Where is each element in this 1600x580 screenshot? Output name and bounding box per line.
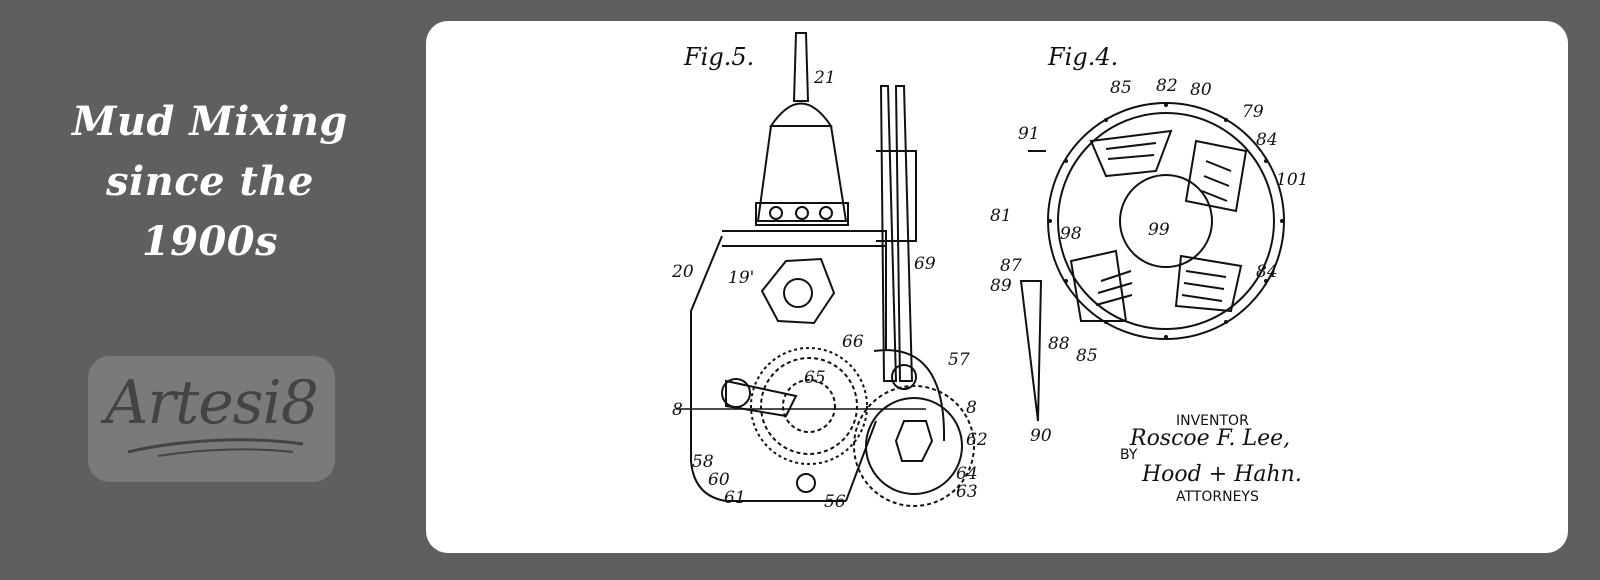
inventor-label: INVENTOR xyxy=(1176,413,1249,429)
fig5-label: 62 xyxy=(966,430,988,450)
fig4-label: 91 xyxy=(1018,124,1040,144)
patent-drawing-illustration: Fig.5. Fig.4. 21 20 19' 69 66 57 65 8 8 … xyxy=(671,32,1308,512)
fig4-label: 84 xyxy=(1256,262,1278,282)
fig5-label: 64 xyxy=(956,464,978,484)
fig4-label: 80 xyxy=(1190,80,1212,100)
fig5-label: 19' xyxy=(728,268,754,288)
fig4-label: 90 xyxy=(1030,426,1052,446)
fig5-label: 60 xyxy=(708,470,730,490)
fig5-label: 63 xyxy=(956,482,978,502)
headline-line-3: 1900s xyxy=(141,218,279,265)
rivet-dots xyxy=(1048,103,1284,339)
fig4-label: 99 xyxy=(1148,220,1170,240)
inventor-name: Roscoe F. Lee, xyxy=(1129,426,1290,451)
fig4-label: 82 xyxy=(1156,76,1178,96)
fig5-label: 8 xyxy=(672,400,683,420)
headline-line-1: Mud Mixing xyxy=(72,98,348,145)
by-label: BY xyxy=(1120,447,1138,463)
attorneys-label: ATTORNEYS xyxy=(1176,489,1259,505)
headline: Mud Mixing since the 1900s xyxy=(40,92,380,272)
fig4-label: 98 xyxy=(1060,224,1082,244)
fig4-label: 89 xyxy=(990,276,1012,296)
fig5-label: 57 xyxy=(948,350,970,370)
artesi8-logo[interactable]: Artesi8 xyxy=(88,356,335,482)
headline-line-2: since the xyxy=(105,158,315,205)
fig4-label: 79 xyxy=(1242,102,1264,122)
fig4-label: 88 xyxy=(1048,334,1070,354)
fig5-label: 58 xyxy=(692,452,714,472)
fig5-label: 61 xyxy=(724,488,746,508)
logo-text: Artesi8 xyxy=(105,368,319,438)
fig4-label: 81 xyxy=(990,206,1012,226)
fig4-label: 84 xyxy=(1256,130,1278,150)
patent-drawing-panel: Fig.5. Fig.4. 21 20 19' 69 66 57 65 8 8 … xyxy=(426,21,1568,553)
fig5-label: 69 xyxy=(914,254,936,274)
fig5-label: 56 xyxy=(824,492,846,512)
fig4-label: 87 xyxy=(1000,256,1022,276)
fig5-label: 65 xyxy=(804,368,826,388)
fig5-label: 66 xyxy=(842,332,864,352)
fig4-label: 85 xyxy=(1110,78,1132,98)
fig5-label: 21 xyxy=(813,68,836,88)
attorney-signature: Hood + Hahn. xyxy=(1141,462,1302,487)
logo-swoosh-icon xyxy=(127,438,304,457)
fig4-label: 85 xyxy=(1076,346,1098,366)
fig5-label: 8 xyxy=(966,398,977,418)
fig5-label: 20 xyxy=(671,262,694,282)
fig5-title: Fig.5. xyxy=(683,43,754,71)
fig4-title: Fig.4. xyxy=(1047,43,1118,71)
fig4-label: 101 xyxy=(1276,170,1308,190)
